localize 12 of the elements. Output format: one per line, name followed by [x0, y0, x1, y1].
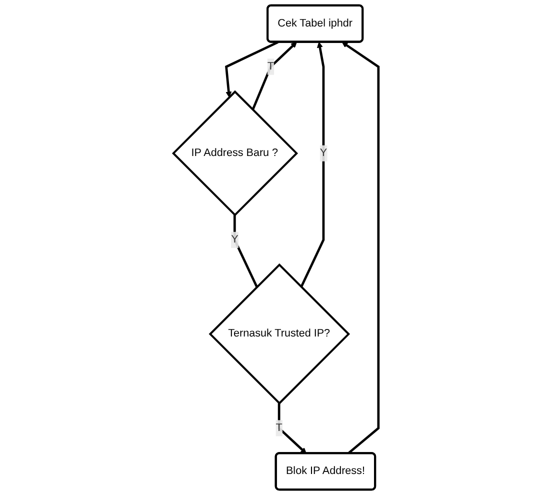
node-diamond: Ternasuk Trusted IP? [208, 263, 350, 405]
arrow [300, 42, 325, 288]
edge-label: Y [320, 147, 328, 159]
arrow [225, 41, 279, 98]
edge-label: T [267, 60, 274, 72]
arrow [252, 42, 298, 110]
edge-label: Y [231, 234, 238, 246]
arrow [278, 403, 307, 454]
edge-label: T [276, 422, 282, 434]
node-diamond: IP Address Baru ? [172, 90, 298, 216]
connector [234, 214, 258, 288]
arrow [342, 42, 380, 454]
